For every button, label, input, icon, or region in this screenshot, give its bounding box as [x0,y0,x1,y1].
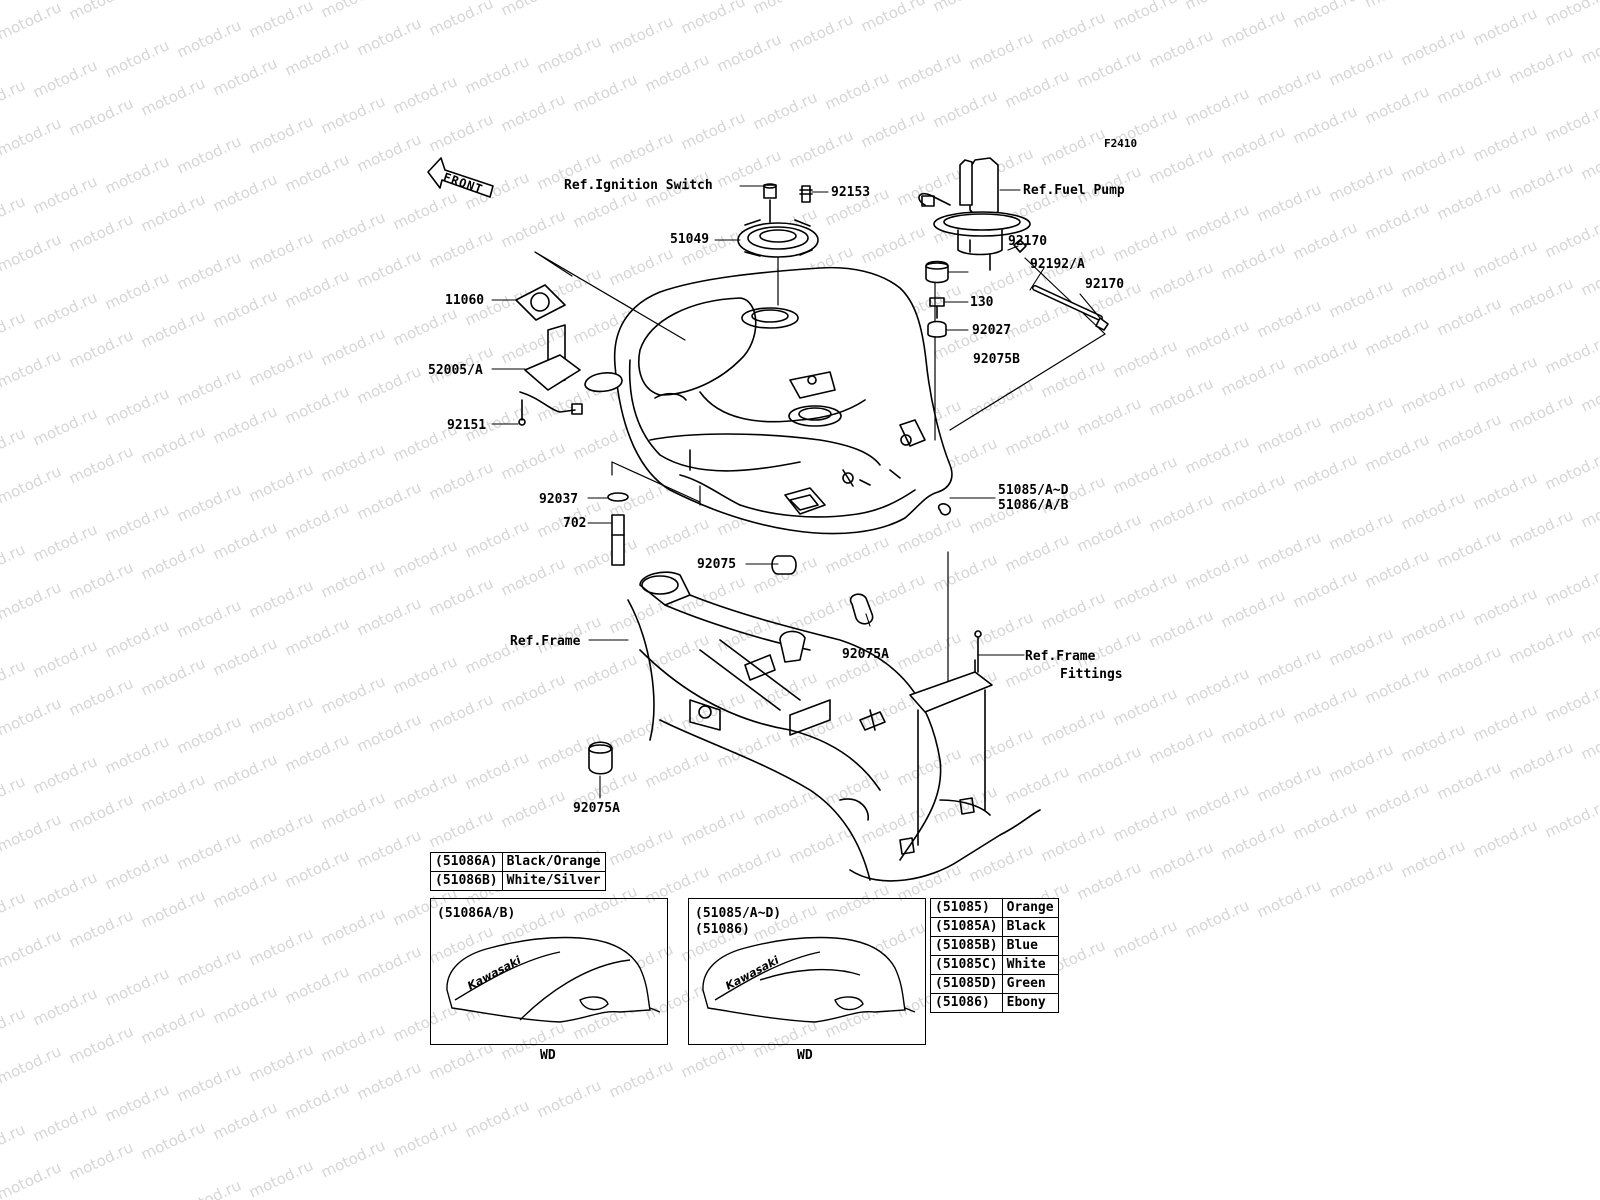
table-row: (51086)Ebony [930,993,1059,1013]
callout-92075b: 92075B [973,352,1020,367]
callout-ref-frame-fittings: Ref.Frame [1025,649,1096,664]
figure-code: F2410 [1104,137,1138,150]
callout-92037: 92037 [539,492,579,507]
variant-right-tank-drawing [702,936,916,1023]
variant-left-caption: WD [540,1048,556,1063]
variant-right-title-line2: (51086) [695,922,750,937]
variant-right-caption: WD [797,1048,813,1063]
callout-92192a: 92192/A [1030,257,1085,272]
variant-left-title: (51086A/B) [437,906,516,921]
callout-51086ab: 51086/A/B [998,498,1069,513]
variant-box-left [430,898,668,1045]
callout-ref-ignition-switch: Ref.Ignition Switch [564,178,713,193]
color-cell: White/Silver [501,871,606,891]
color-cell: Orange [1001,898,1059,918]
fuel-hose-drawing [1032,285,1109,331]
part-code-cell: (51085D) [930,974,1003,994]
color-table-right: (51085)Orange (51085A)Black (51085B)Blue… [930,898,1059,1013]
callout-51049: 51049 [670,232,710,247]
callout-92153: 92153 [831,185,871,200]
table-row: (51085)Orange [930,898,1059,918]
frame-drawing [627,571,1041,882]
table-row: (51085A)Black [930,917,1059,937]
part-code-cell: (51085B) [930,936,1003,956]
part-code-cell: (51085C) [930,955,1003,975]
variant-right-title-line1: (51085/A~D) [695,906,782,921]
part-code-cell: (51086A) [430,852,503,872]
callout-130: 130 [970,295,994,310]
callout-ref-fuel-pump: Ref.Fuel Pump [1023,183,1125,198]
table-row: (51085D)Green [930,974,1059,994]
callout-92075: 92075 [697,557,737,572]
variant-box-right [688,898,926,1045]
callout-leaders [491,185,1101,799]
part-code-cell: (51086) [930,993,1003,1013]
callout-ref-frame: Ref.Frame [510,634,581,649]
callout-11060: 11060 [445,293,485,308]
color-table-left: (51086A) Black/Orange (51086B) White/Sil… [430,852,606,891]
callout-52005a: 52005/A [428,363,483,378]
table-row: (51086A) Black/Orange [430,852,606,872]
callout-92151: 92151 [447,418,487,433]
table-row: (51085C)White [930,955,1059,975]
table-row: (51086B) White/Silver [430,871,606,891]
mount-parts-drawing [925,260,949,338]
color-cell: Ebony [1001,993,1059,1013]
color-cell: Black/Orange [501,852,606,872]
color-cell: White [1001,955,1059,975]
frame-fittings-drawing [909,630,993,846]
color-cell: Black [1001,917,1059,937]
callout-92075a-lower: 92075A [573,801,620,816]
drain-pipe-drawing [607,492,797,575]
callout-92170-lower: 92170 [1085,277,1125,292]
callout-92075a-upper: 92075A [842,647,889,662]
variant-sketches [446,936,916,1023]
damper-drawing [588,593,874,775]
fuel-tank-drawing [613,266,953,535]
callout-702: 702 [563,516,587,531]
part-code-cell: (51086B) [430,871,503,891]
fuel-pump-drawing [918,157,1031,271]
callout-92170-upper: 92170 [1008,234,1048,249]
front-arrow-icon [427,157,494,198]
callout-51085ad: 51085/A~D [998,483,1069,498]
callout-92027: 92027 [972,323,1012,338]
color-cell: Blue [1001,936,1059,956]
part-code-cell: (51085A) [930,917,1003,937]
part-code-cell: (51085) [930,898,1003,918]
color-cell: Green [1001,974,1059,994]
tank-leader-lines [534,251,1106,691]
table-row: (51085B)Blue [930,936,1059,956]
fuel-sensor-drawing [515,284,623,426]
variant-left-tank-drawing [446,936,661,1023]
fuel-cap-drawing [737,183,819,258]
callout-ref-frame-fittings-line2: Fittings [1060,667,1123,682]
